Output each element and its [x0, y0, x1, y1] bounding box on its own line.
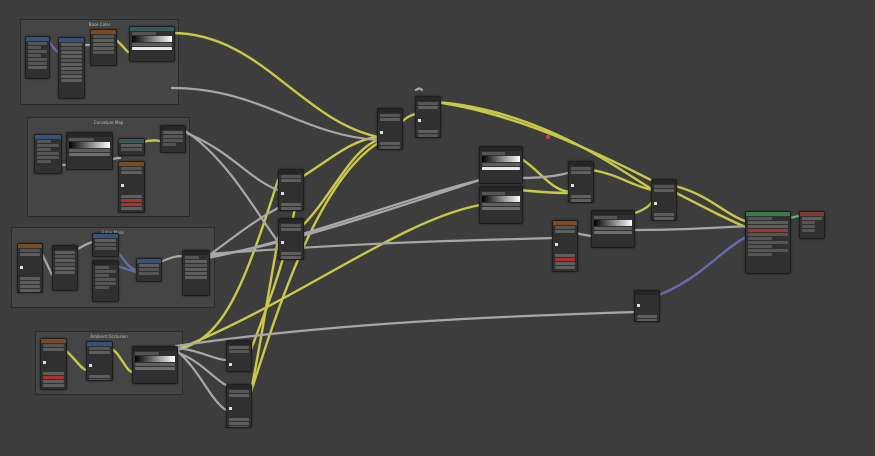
node-bump[interactable]	[634, 290, 660, 322]
checkbox-icon[interactable]	[121, 184, 124, 187]
checkbox-icon[interactable]	[380, 131, 383, 134]
node-math[interactable]	[118, 138, 145, 156]
wire-float	[206, 178, 482, 258]
wire-color	[248, 228, 282, 397]
node-color-ramp[interactable]	[132, 346, 178, 384]
frame-label: Base Color	[88, 22, 111, 27]
wire-float	[182, 130, 280, 192]
node-mix-rgb[interactable]	[226, 384, 252, 428]
node-image-texture[interactable]	[17, 243, 43, 293]
node-image-texture[interactable]	[552, 220, 578, 272]
node-color-ramp[interactable]	[479, 146, 523, 184]
wire-float	[174, 346, 228, 362]
checkbox-icon[interactable]	[281, 192, 284, 195]
node-texture-coordinate[interactable]	[34, 134, 62, 174]
wire-float	[206, 236, 554, 256]
node-image-texture[interactable]	[118, 161, 145, 213]
frame-label: Ambient Occlusion	[90, 334, 128, 339]
node-mapping[interactable]	[58, 37, 85, 99]
wire-float	[206, 178, 482, 260]
node-mix-rgb[interactable]	[278, 218, 304, 260]
node-math[interactable]	[52, 245, 78, 291]
wire-float	[170, 86, 380, 142]
checkbox-icon[interactable]	[43, 361, 46, 364]
color-ramp-gradient[interactable]	[482, 196, 520, 202]
checkbox-icon[interactable]	[229, 363, 232, 366]
node-mix[interactable]	[160, 125, 186, 153]
wire-color	[298, 138, 380, 230]
wire-color	[518, 156, 572, 194]
node-mix-rgb[interactable]	[377, 108, 403, 150]
node-mix-rgb[interactable]	[568, 161, 594, 203]
node-material-output[interactable]	[799, 211, 825, 239]
wire-vector	[654, 234, 750, 298]
color-ramp-gradient[interactable]	[135, 356, 175, 362]
wire-color	[298, 135, 380, 180]
node-mix-rgb[interactable]	[226, 340, 252, 372]
wire-float	[206, 206, 280, 258]
wire-float	[414, 87, 424, 92]
node-mix-rgb[interactable]	[651, 179, 677, 221]
node-ambient-occlusion[interactable]	[86, 341, 113, 381]
node-geometry[interactable]	[92, 260, 119, 302]
node-mix-rgb[interactable]	[278, 169, 304, 211]
checkbox-icon[interactable]	[555, 243, 558, 246]
node-color-ramp[interactable]	[479, 186, 523, 224]
color-ramp-gradient[interactable]	[482, 156, 520, 162]
wire-color	[170, 31, 380, 139]
wire-color	[174, 203, 482, 352]
node-image-texture[interactable]	[40, 338, 67, 390]
checkbox-icon[interactable]	[654, 202, 657, 205]
wire-color	[673, 184, 750, 224]
node-color-ramp[interactable]	[66, 132, 113, 170]
checkbox-icon[interactable]	[418, 119, 421, 122]
checkbox-icon[interactable]	[20, 266, 23, 269]
color-ramp-gradient[interactable]	[132, 36, 172, 42]
node-mix[interactable]	[182, 250, 210, 296]
node-color-ramp[interactable]	[591, 210, 635, 248]
checkbox-icon[interactable]	[571, 184, 574, 187]
node-mix-rgb[interactable]	[415, 96, 441, 138]
node-vector-math[interactable]	[92, 233, 119, 257]
wire-color	[518, 188, 572, 195]
frame-label: Edge Mask	[102, 230, 124, 235]
checkbox-icon[interactable]	[637, 304, 640, 307]
wire-float	[174, 350, 228, 387]
checkbox-icon[interactable]	[281, 241, 284, 244]
color-ramp-gradient[interactable]	[69, 142, 110, 148]
node-vector-transform[interactable]	[136, 258, 162, 282]
wire-color	[630, 200, 654, 216]
node-image-texture[interactable]	[90, 29, 117, 66]
checkbox-icon[interactable]	[89, 364, 92, 367]
wire-color	[248, 141, 380, 397]
wire-float	[518, 168, 574, 180]
frame-label: Curvature Map	[93, 120, 124, 125]
node-color-ramp[interactable]	[129, 26, 175, 62]
wire-float	[174, 348, 228, 412]
wire-color	[434, 100, 652, 190]
wire-float	[630, 224, 750, 232]
reroute-dot	[546, 135, 550, 139]
node-principled-bsdf[interactable]	[745, 211, 791, 274]
color-ramp-gradient[interactable]	[594, 220, 632, 226]
checkbox-icon[interactable]	[229, 407, 232, 410]
wire-color	[590, 168, 654, 192]
node-texture-coordinate[interactable]	[25, 36, 50, 79]
